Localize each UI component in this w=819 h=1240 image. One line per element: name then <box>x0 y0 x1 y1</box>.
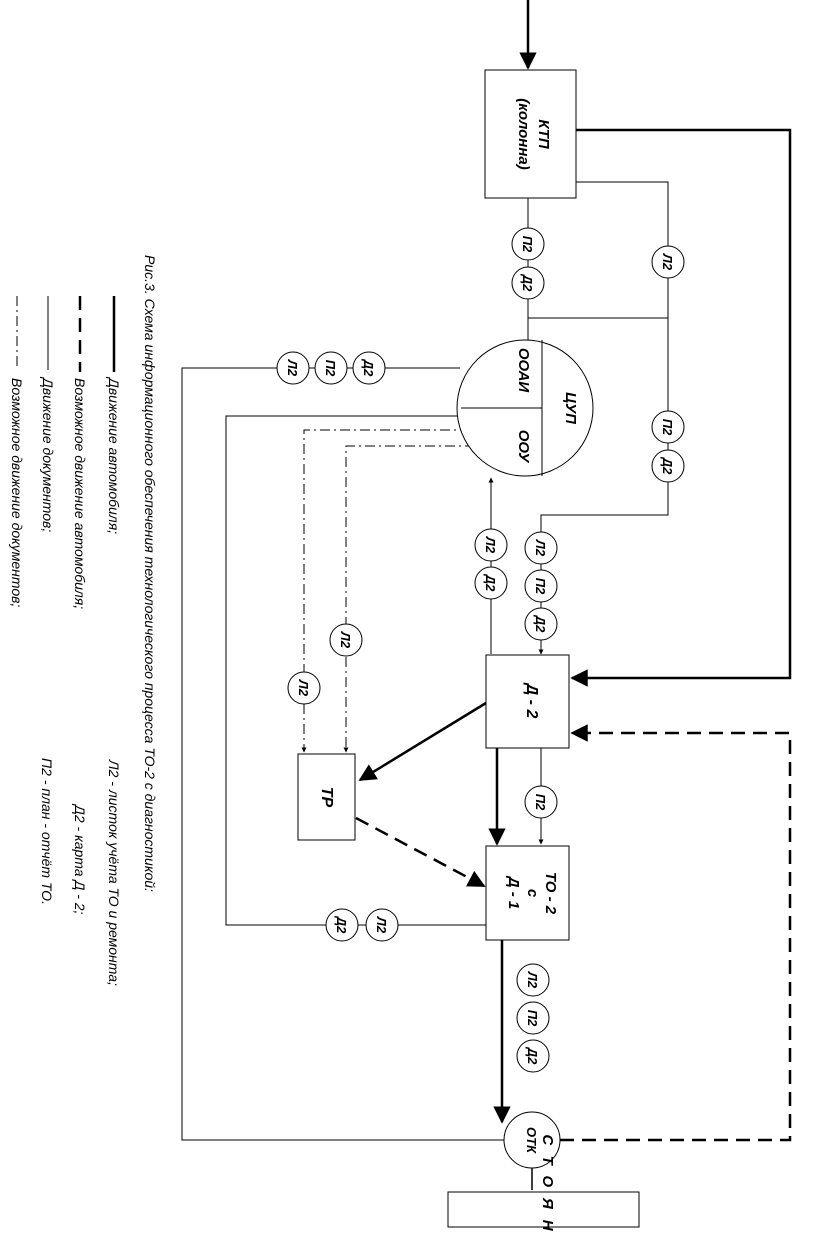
doc-cup-to-tr-possible-2 <box>343 445 475 753</box>
node-stoyanka: СТОЯНКА <box>447 1134 640 1240</box>
svg-text:Д2: Д2 <box>660 457 675 475</box>
svg-text:Д2: Д2 <box>533 615 548 633</box>
legend-dashdot-text: Возможное движение документов; <box>9 378 25 607</box>
badge-p2: П2 <box>511 227 545 261</box>
stoyanka-label: СТОЯНКА <box>539 1134 556 1240</box>
node-to2: ТО - 2 с Д - 1 <box>485 845 570 941</box>
svg-text:Д2: Д2 <box>361 359 376 377</box>
doc-ktp-branch <box>528 181 669 319</box>
legend-solid-thin-text: Движение документов; <box>40 376 56 532</box>
svg-text:П2: П2 <box>533 578 548 595</box>
svg-text:Л2: Л2 <box>296 679 311 697</box>
legend-dashed-thick-text: Возможное движение автомобиля; <box>72 378 88 609</box>
svg-text:Л2: Л2 <box>285 359 300 377</box>
badge-l2: Л2 <box>651 245 685 279</box>
badge-d2: Д2 <box>325 908 359 942</box>
badge-p2: П2 <box>314 351 348 385</box>
node-otk: ОТК <box>503 1111 561 1169</box>
svg-text:П2: П2 <box>533 794 548 811</box>
badge-d2: Д2 <box>516 1039 550 1073</box>
cup-ooai-label: ООАИ <box>515 348 532 394</box>
badge-l2: Л2 <box>524 531 558 565</box>
badge-d2: Д2 <box>474 566 508 600</box>
d2-label: Д - 2 <box>523 682 540 719</box>
svg-text:Л2: Л2 <box>483 536 498 554</box>
svg-text:Д2: Д2 <box>525 1047 540 1065</box>
ktp-label: КТП <box>535 119 552 150</box>
badge-l2: Л2 <box>516 963 550 997</box>
node-ktp: КТП (колонна) <box>484 69 577 199</box>
badge-d2: Д2 <box>524 607 558 641</box>
node-d2: Д - 2 <box>485 654 570 749</box>
svg-text:Л2: Л2 <box>374 916 389 934</box>
doc-to2-to-cup <box>225 415 486 926</box>
vehicle-d2-to-tr <box>358 701 487 782</box>
badge-p2: П2 <box>524 569 558 603</box>
badge-l2: Л2 <box>365 908 399 942</box>
badge-l2: Л2 <box>276 351 310 385</box>
doc-badges: П2 Д2 Л2 П2 Д2 Л2 П2 Д2 Л2 П2 Д2 Л2 Д2 Л… <box>276 227 685 1073</box>
figure-caption: Рис.3. Схема информационного обеспечения… <box>142 255 158 892</box>
tr-label: ТР <box>318 787 335 808</box>
badge-p2: П2 <box>524 785 558 819</box>
badge-p2: П2 <box>651 410 685 444</box>
otk-label: ОТК <box>524 1127 539 1154</box>
legend-solid-thick-text: Движение автомобиля; <box>106 376 122 534</box>
ktp-sublabel: (колонна) <box>515 98 532 170</box>
svg-text:Л2: Л2 <box>533 539 548 557</box>
svg-text:Д2: Д2 <box>483 574 498 592</box>
badge-d2: Д2 <box>511 266 545 300</box>
node-cup: ЦУП ООАИ ООУ <box>456 339 594 477</box>
abbr-d2: Д2 - карта Д - 2; <box>72 803 88 915</box>
abbr-l2: Л2 - листок учёта ТО и ремонта; <box>106 759 122 986</box>
svg-text:Д2: Д2 <box>334 916 349 934</box>
svg-text:П2: П2 <box>525 1010 540 1027</box>
cup-title: ЦУП <box>562 392 579 425</box>
badge-l2: Л2 <box>474 528 508 562</box>
badge-d2: Д2 <box>352 351 386 385</box>
node-tr: ТР <box>297 753 356 841</box>
svg-text:Д2: Д2 <box>520 274 535 292</box>
svg-text:П2: П2 <box>660 419 675 436</box>
to2-label: ТО - 2 <box>542 872 559 915</box>
to2-with-label: с <box>524 889 541 898</box>
to2-d1-label: Д - 1 <box>505 875 522 910</box>
svg-text:П2: П2 <box>323 360 338 377</box>
svg-text:Л2: Л2 <box>525 971 540 989</box>
abbr-p2: П2 - план - отчёт ТО. <box>39 758 55 905</box>
vehicle-ktp-to-d2 <box>570 128 792 687</box>
badge-p2: П2 <box>516 1001 550 1035</box>
svg-text:П2: П2 <box>520 236 535 253</box>
svg-text:Л2: Л2 <box>660 253 675 271</box>
badge-d2: Д2 <box>651 449 685 483</box>
vehicle-tr-to-to2-possible <box>355 816 486 888</box>
badge-l2: Л2 <box>329 623 363 657</box>
legend: Движение автомобиля; Возможное движение … <box>9 296 122 986</box>
svg-text:Л2: Л2 <box>338 631 353 649</box>
cup-oou-label: ООУ <box>515 430 532 464</box>
badge-l2: Л2 <box>287 671 321 705</box>
vehicle-otk-to-d2-possible <box>560 724 792 1142</box>
doc-cup-to-tr-possible-1 <box>301 429 470 753</box>
